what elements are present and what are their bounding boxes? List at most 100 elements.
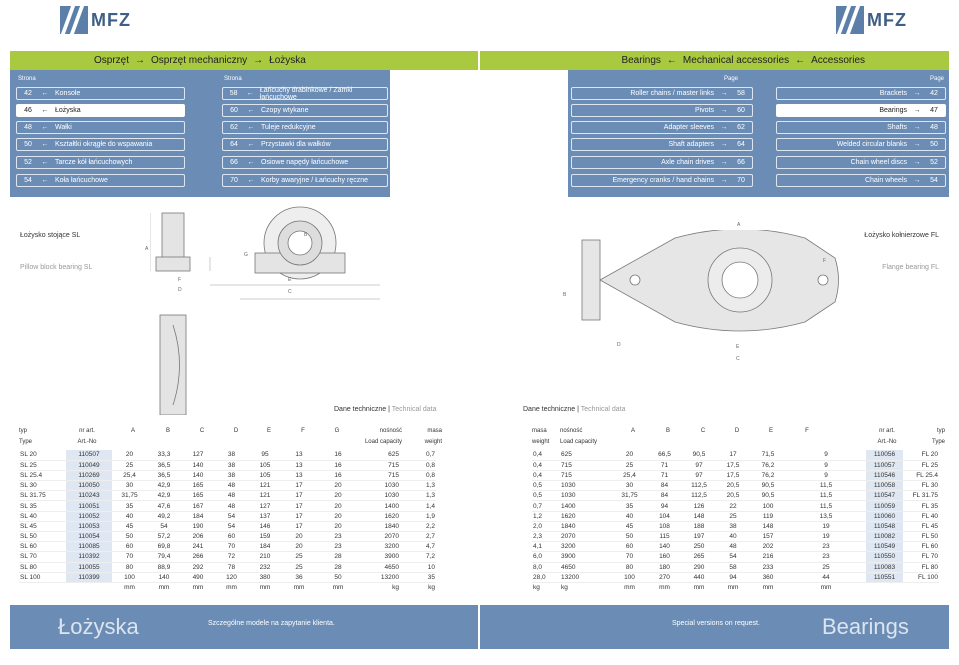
table-cell: 49,2 (147, 511, 181, 522)
logo-right: MFZ (836, 4, 907, 36)
table-cell: 100 (750, 500, 786, 512)
nav-item-right1[interactable]: Emergency cranks / hand chains→70 (571, 174, 753, 187)
logo-text: MFZ (91, 9, 131, 30)
nav-item-right1[interactable]: Axle chain drives→66 (571, 156, 753, 169)
table-cell: 17 (282, 500, 316, 512)
nav-item-label: Chain wheels (864, 177, 907, 184)
column-header: F (805, 428, 809, 434)
nav-item-left1[interactable]: 50←Kształtki okrągłe do wspawania (16, 138, 185, 151)
table-cell: kg (533, 584, 540, 592)
table-cell: 35 (112, 500, 147, 512)
nav-item-right2[interactable]: Shafts→48 (776, 121, 946, 134)
table-cell: SL 70 (19, 551, 66, 563)
nav-item-right2[interactable]: Chain wheel discs→52 (776, 156, 946, 169)
table-cell: 20,5 (716, 480, 750, 492)
table-cell: 715 (360, 470, 400, 482)
nav-page-number: 47 (930, 107, 938, 114)
table-cell: 35 (612, 500, 647, 512)
table-cell: 16 (316, 450, 360, 461)
nav-item-label: Roller chains / master links (630, 90, 714, 97)
table-cell: 13200 (360, 572, 400, 583)
table-cell: 69,8 (147, 541, 181, 553)
table-cell: 17 (282, 521, 316, 533)
table-cell: 1840 (360, 521, 400, 533)
table-cell: 233 (750, 562, 786, 573)
table-cell: 1400 (360, 500, 400, 512)
nav-item-left2[interactable]: 58←Łańcuchy drabinkowe / Zamki łańcuchow… (222, 87, 388, 101)
table-cell: 380 (248, 572, 282, 583)
nav-item-right2[interactable]: Chain wheels→54 (776, 174, 946, 187)
table-cell: 50 (316, 572, 360, 583)
nav-page-number: 54 (24, 177, 32, 184)
table-cell: 167 (181, 500, 215, 512)
breadcrumb-item[interactable]: Accessories (811, 55, 865, 66)
table-cell: 110060 (866, 511, 903, 522)
table-cell: 48 (716, 541, 750, 553)
table-cell: 10 (400, 562, 436, 573)
table-cell: 0,7 (532, 500, 560, 512)
nav-item-left2[interactable]: 70←Korby awaryjne / Łańcuchy ręczne (222, 174, 388, 187)
table-cell: FL 45 (903, 521, 939, 533)
nav-item-left1[interactable]: 46←Łożyska (16, 104, 185, 117)
nav-item-right2[interactable]: Brackets→42 (776, 87, 946, 100)
breadcrumb-item[interactable]: Bearings (621, 55, 661, 66)
table-cell: 4,7 (400, 541, 436, 553)
table-cell: FL 31.75 (903, 490, 939, 502)
table-cell: 6,0 (532, 551, 560, 563)
nav-item-left2[interactable]: 60←Czopy wtykane (222, 104, 388, 117)
table-cell: 3900 (360, 551, 400, 563)
table-cell: 146 (248, 521, 282, 533)
dimension-label: E (736, 344, 740, 350)
table-cell (66, 582, 112, 592)
nav-item-left1[interactable]: 42←Konsole (16, 87, 185, 100)
dimension-label: B (563, 292, 567, 298)
table-cell: 90,5 (682, 450, 716, 461)
nav-item-left1[interactable]: 54←Koła łańcuchowe (16, 174, 185, 187)
arrow-right-icon: → (720, 107, 728, 114)
nav-item-left2[interactable]: 66←Osiowe napędy łańcuchowe (222, 156, 388, 169)
table-cell: FL 70 (903, 551, 939, 563)
table-cell: 292 (181, 562, 215, 573)
table-cell: 9 (786, 450, 866, 461)
table-cell: 79,4 (147, 551, 181, 563)
nav-item-right1[interactable]: Roller chains / master links→58 (571, 87, 753, 100)
nav-item-left2[interactable]: 64←Przystawki dla wałków (222, 138, 388, 151)
breadcrumb-item[interactable]: Mechanical accessories (682, 55, 790, 66)
nav-item-left2[interactable]: 62←Tuleje redukcyjne (222, 121, 388, 134)
table-cell: 110056 (866, 450, 903, 461)
table-cell: 180 (647, 562, 682, 573)
table-cell (19, 582, 66, 592)
nav-item-right2[interactable]: Welded circular blanks→50 (776, 138, 946, 151)
breadcrumb-item[interactable]: Osprzęt mechaniczny (151, 55, 248, 66)
table-cell: 23 (316, 541, 360, 553)
nav-item-right2[interactable]: Bearings→47 (776, 104, 946, 117)
table-cell: 148 (750, 521, 786, 533)
arrow-right-icon: → (913, 159, 921, 166)
table-cell: 25 (612, 460, 647, 471)
breadcrumb-item[interactable]: Osprzęt (94, 55, 130, 66)
table-cell: 110085 (66, 541, 112, 553)
table-cell: 110083 (866, 562, 903, 573)
nav-item-right1[interactable]: Adapter sleeves→62 (571, 121, 753, 134)
table-cell: 31,75 (112, 490, 147, 502)
breadcrumb-item[interactable]: Łożyska (269, 55, 306, 66)
table-cell: 90,5 (750, 480, 786, 492)
nav-item-right1[interactable]: Pivots→60 (571, 104, 753, 117)
table-cell: 360 (750, 572, 786, 583)
table-cell: 80 (612, 562, 647, 573)
nav-item-left1[interactable]: 48←Wałki (16, 121, 185, 134)
table-cell: FL 25.4 (903, 470, 939, 482)
nav-item-right1[interactable]: Shaft adapters→64 (571, 138, 753, 151)
table-cell: 9 (786, 470, 866, 482)
table-cell: 19 (786, 521, 866, 533)
nav-item-left1[interactable]: 52←Tarcze kół łańcuchowych (16, 156, 185, 169)
table-cell: 1620 (560, 511, 612, 522)
nav-item-label: Shaft adapters (668, 141, 714, 148)
